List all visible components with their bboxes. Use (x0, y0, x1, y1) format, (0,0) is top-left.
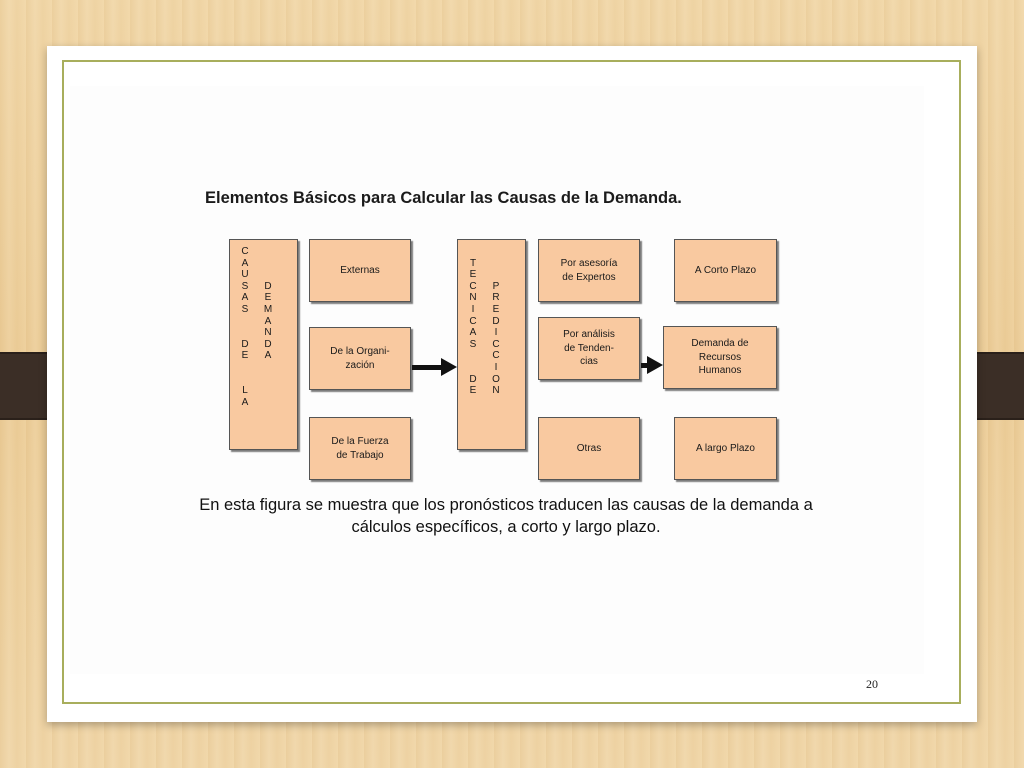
resultado-demanda-rrhh-label: Demanda de Recursos Humanos (691, 338, 749, 377)
vertical-letter: E (469, 385, 477, 397)
tecnica-tendencias-box: Por análisis de Tenden- cias (538, 317, 640, 380)
figure-caption: En esta figura se muestra que los pronós… (112, 494, 900, 538)
vertical-letter: N (469, 292, 477, 304)
causa-fuerza-trabajo-box: De la Fuerza de Trabajo (309, 417, 411, 480)
vertical-letter: C (469, 280, 477, 292)
arrow-to-demanda-head (647, 356, 663, 374)
caption-line-2: cálculos específicos, a corto y largo pl… (351, 518, 661, 536)
resultado-demanda-rrhh-box: Demanda de Recursos Humanos (663, 326, 777, 389)
page-number: 20 (866, 677, 878, 691)
vertical-letter: U (241, 269, 249, 281)
vertical-letter: I (494, 327, 498, 339)
causa-fuerza-trabajo-label: De la Fuerza de Trabajo (331, 436, 389, 461)
resultado-largo-plazo-box: A largo Plazo (674, 417, 777, 480)
vertical-letter: E (469, 269, 477, 281)
vertical-letter: A (241, 396, 249, 408)
tecnica-tendencias-label: Por análisis de Tenden- cias (563, 329, 615, 368)
tecnica-expertos-box: Por asesoría de Expertos (538, 239, 640, 302)
resultado-corto-plazo-label: A Corto Plazo (694, 264, 757, 276)
vertical-letter: L (242, 385, 248, 397)
causa-externas-box: Externas (309, 239, 411, 302)
vertical-letter: P (492, 280, 500, 292)
arrow-to-demanda-shaft (641, 363, 649, 368)
vertical-letter: S (241, 280, 249, 292)
vertical-letter: C (241, 246, 249, 257)
resultado-largo-plazo-label: A largo Plazo (696, 442, 755, 454)
vertical-letter: I (471, 303, 475, 315)
diagram-title: Elementos Básicos para Calcular las Caus… (205, 189, 682, 207)
slide-frame (62, 60, 961, 704)
vertical-letter: C (469, 315, 477, 327)
vertical-letter: A (469, 327, 477, 339)
vertical-letter: C (492, 338, 500, 350)
vertical-letter: E (264, 292, 272, 304)
vertical-letter: T (469, 257, 477, 269)
vertical-letter: A (241, 292, 249, 304)
vertical-letter: D (264, 338, 272, 350)
vertical-letter: D (264, 280, 272, 292)
vertical-letter: E (492, 303, 500, 315)
tecnica-expertos-label: Por asesoría de Expertos (560, 258, 618, 283)
vertical-letter: I (494, 361, 498, 373)
resultado-corto-plazo-box: A Corto Plazo (674, 239, 777, 302)
arrow-to-tecnicas-shaft (412, 365, 442, 370)
causa-organizacion-label: De la Organi- zación (330, 346, 390, 371)
vertical-letter: D (469, 373, 477, 385)
vertical-letter: A (241, 257, 249, 269)
vertical-letter: R (492, 292, 500, 304)
vertical-letter: N (264, 327, 272, 339)
vertical-letter: O (492, 373, 500, 385)
vertical-letter: A (264, 315, 272, 327)
arrow-to-tecnicas-head (441, 358, 457, 376)
causa-externas-label: Externas (340, 264, 380, 276)
vertical-letter: A (264, 350, 272, 362)
vertical-letter: M (263, 303, 273, 315)
vertical-letter: D (492, 315, 500, 327)
caption-line-1: En esta figura se muestra que los pronós… (199, 496, 813, 514)
vertical-letter: S (241, 303, 249, 315)
vertical-letter: S (469, 338, 477, 350)
vertical-letter: E (241, 350, 249, 362)
vertical-letter: D (241, 338, 249, 350)
tecnica-otras-label: Otras (576, 442, 602, 454)
tecnica-otras-box: Otras (538, 417, 640, 480)
vertical-letter: C (492, 350, 500, 362)
causa-organizacion-box: De la Organi- zación (309, 327, 411, 390)
vertical-letter: N (492, 385, 500, 397)
